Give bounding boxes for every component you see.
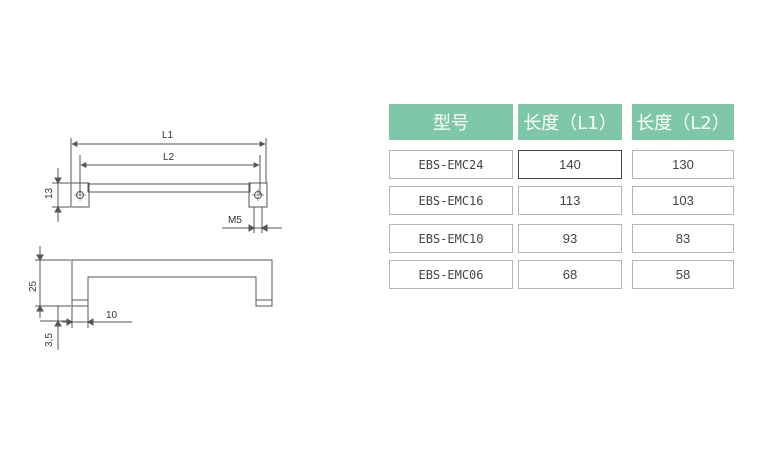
height-13-label: 13	[44, 187, 55, 199]
header-length-l1: 长度（L1）	[518, 104, 622, 140]
row-1-l1: 140	[518, 150, 622, 179]
row-2-model: EBS-EMC16	[389, 186, 513, 215]
technical-drawing: L1 L2 13 M5 25 10 3,5	[28, 130, 282, 350]
header-length-l2: 长度（L2）	[632, 104, 734, 140]
l1-label: L1	[162, 130, 174, 141]
header-model: 型号	[389, 104, 513, 140]
row-1-model: EBS-EMC24	[389, 150, 513, 179]
row-4-l2: 58	[632, 260, 734, 289]
row-2-l1: 113	[518, 186, 622, 215]
l2-label: L2	[163, 152, 175, 163]
row-2-l2: 103	[632, 186, 734, 215]
row-4-l1: 68	[518, 260, 622, 289]
m5-label: M5	[228, 215, 242, 226]
height-25-label: 25	[28, 280, 39, 292]
height-3-5-label: 3,5	[44, 333, 55, 347]
row-3-model: EBS-EMC10	[389, 224, 513, 253]
row-3-l2: 83	[632, 224, 734, 253]
row-4-model: EBS-EMC06	[389, 260, 513, 289]
row-1-l2: 130	[632, 150, 734, 179]
row-3-l1: 93	[518, 224, 622, 253]
top-view	[52, 138, 282, 233]
foot-10-label: 10	[106, 310, 118, 321]
side-view	[35, 246, 273, 350]
